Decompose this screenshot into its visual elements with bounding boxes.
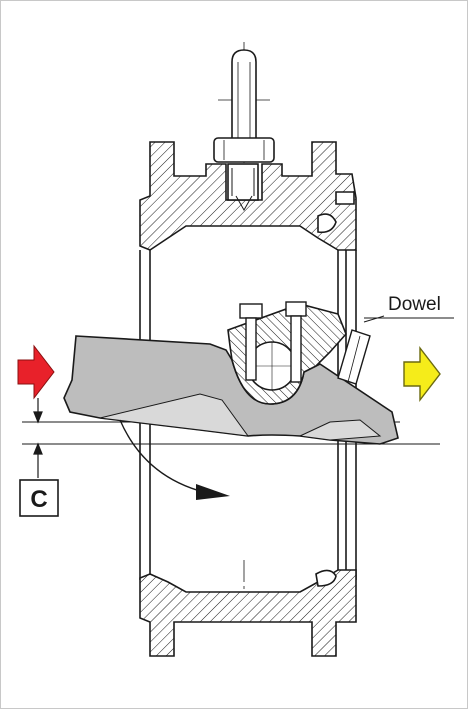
upper-body-casting [139,141,357,251]
dowel-pin [337,315,385,385]
lower-body-casting [139,569,357,657]
valve-disc [63,335,399,445]
hinge-arm [227,303,347,405]
clearance-dimension [33,398,43,478]
dowel-callout: Dowel [364,294,454,319]
top-stem-bolt [213,49,275,163]
inlet-flow-arrow-icon [17,344,55,400]
dowel-label: Dowel [388,294,441,315]
rotation-direction-arrow-icon [119,419,230,500]
clearance-label-box [19,479,59,517]
outlet-flow-arrow-icon [403,345,441,403]
clearance-label: C [30,486,47,513]
hinge-bolts [239,301,307,383]
